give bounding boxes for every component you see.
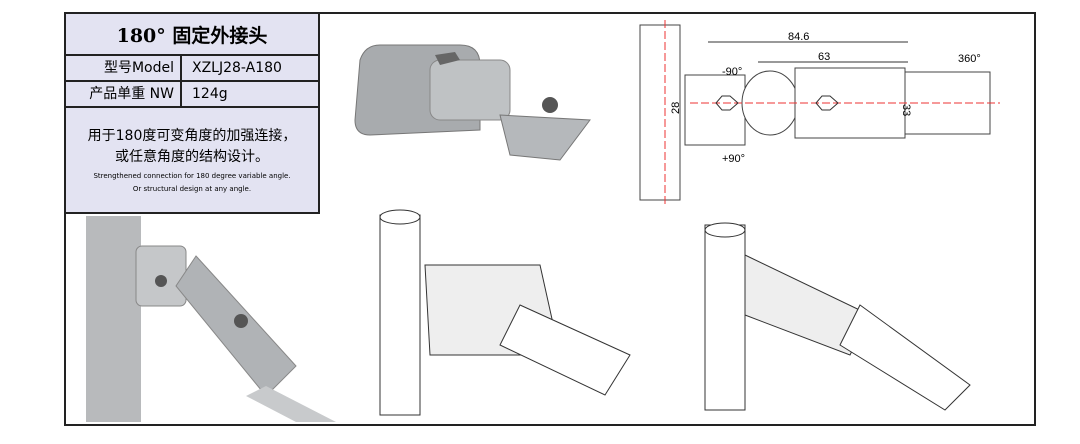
description: 用于180度可变角度的加强连接， 或任意角度的结构设计。 Strengthene… — [66, 108, 318, 194]
isometric-drawing-2 — [704, 222, 971, 411]
dim-width: 33 — [900, 104, 912, 116]
description-en-line: Strengthened connection for 180 degree v… — [93, 172, 291, 180]
product-title: 180° 固定外接头 — [66, 14, 318, 56]
dim-overall: 84.6 — [788, 31, 809, 43]
spec-row-model: 型号Model XZLJ28-A180 — [66, 56, 318, 82]
description-en-line: Or structural design at any angle. — [132, 185, 252, 193]
spec-key: 产品单重 NW — [66, 82, 182, 106]
spec-key: 型号Model — [66, 56, 182, 80]
description-cn-line: 用于180度可变角度的加强连接， — [87, 128, 297, 144]
description-cn-line: 或任意角度的结构设计。 — [115, 149, 269, 165]
page-frame — [64, 12, 1036, 426]
isometric-drawing-1 — [379, 209, 631, 416]
angle-minus: -90° — [722, 66, 742, 78]
dim-inner: 63 — [818, 51, 830, 63]
product-photo — [354, 44, 591, 161]
spec-value: 124g — [192, 86, 228, 102]
angle-plus: +90° — [722, 153, 745, 165]
rotation-label: 360° — [958, 53, 981, 65]
technical-drawing: 84.6 63 28 33 -90° +90° 360° — [639, 20, 1000, 205]
installed-photo — [86, 216, 336, 422]
spec-value: XZLJ28-A180 — [192, 60, 282, 76]
spec-table: 180° 固定外接头 型号Model XZLJ28-A180 产品单重 NW 124… — [64, 12, 320, 214]
dim-height: 28 — [670, 102, 682, 114]
spec-row-weight: 产品单重 NW 124g — [66, 82, 318, 108]
